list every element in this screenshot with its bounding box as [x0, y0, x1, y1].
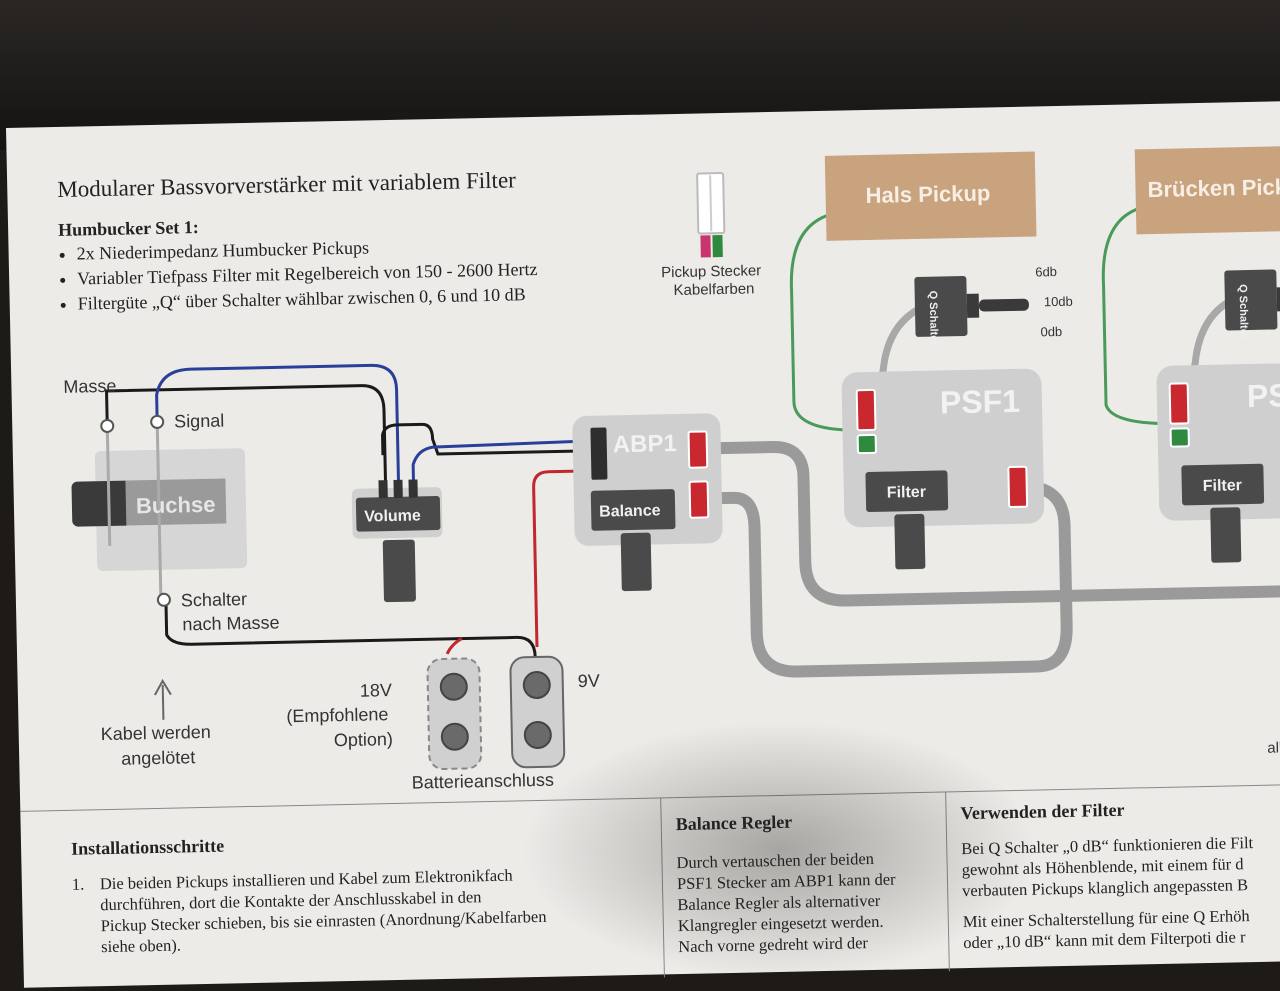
- hals-pickup: Hals Pickup: [824, 151, 1037, 241]
- wiring-diagram: Buchse Volume ABP1 Balance PSF1: [71, 145, 1280, 770]
- wire-hals-green: [789, 211, 863, 432]
- pickup-stecker-label-2: Kabelfarben: [673, 280, 755, 300]
- edge-text: alh: [1267, 739, 1280, 757]
- install-title: Installationsschritte: [70, 835, 225, 859]
- q-switch-label-2: Q Schalter: [1237, 284, 1250, 340]
- battery-9v: [509, 655, 566, 769]
- filter-title: Verwenden der Filter: [960, 799, 1125, 824]
- q-switch-1: Q Schalter: [914, 275, 1029, 347]
- column-divider: [945, 791, 950, 972]
- instruction-card: Modularer Bassvorverstärker mit variable…: [6, 100, 1280, 988]
- volume-pot: Volume: [351, 479, 443, 603]
- psf2-plug-red: [1168, 382, 1190, 425]
- masse-label: Masse: [63, 375, 117, 397]
- signal-label: Signal: [173, 410, 225, 432]
- v9-label: 9V: [577, 670, 600, 692]
- wire-bruecken-green: [1101, 204, 1178, 426]
- psf1-module: PSF1 Filter: [841, 368, 1045, 570]
- label-10db: 10db: [1044, 294, 1073, 310]
- wire-blue-abp: [411, 439, 593, 485]
- volume-label: Volume: [364, 507, 421, 525]
- schalter-label-2: nach Masse: [182, 612, 280, 635]
- q-switch-label: Q Schalter: [927, 291, 940, 347]
- kabel-label-2: angelötet: [121, 747, 196, 769]
- pickup-stecker-label-1: Pickup Stecker: [660, 262, 762, 282]
- masse-terminal: [100, 418, 115, 433]
- pickup-plug-icon: [696, 172, 726, 258]
- balance-text: Durch vertauschen der beiden PSF1 Stecke…: [676, 847, 943, 958]
- label-0db: 0db: [1040, 324, 1062, 339]
- empfohlene-label-1: (Empfohlene: [286, 704, 389, 727]
- bruecken-pickup: Brücken Pick: [1134, 145, 1280, 235]
- hals-pickup-label: Hals Pickup: [865, 180, 990, 208]
- psf1-plug-green: [856, 433, 877, 455]
- column-divider: [660, 797, 665, 978]
- install-step-number: 1.: [71, 874, 85, 894]
- jack-socket: Buchse: [71, 414, 248, 607]
- wire-red-power: [532, 469, 594, 648]
- psf1-plug-out: [1007, 465, 1029, 509]
- q-switch-2: Q Schalter: [1224, 269, 1280, 340]
- psf2-module: PS Filter: [1156, 362, 1280, 563]
- balance-label: Balance: [599, 502, 661, 520]
- arrow-up-icon: [154, 678, 172, 720]
- wire-blue-signal: [155, 363, 401, 485]
- cable-abp-psf2: [706, 441, 1280, 607]
- schalter-label-1: Schalter: [180, 589, 248, 611]
- empfohlene-label-2: Option): [333, 729, 394, 751]
- bruecken-pickup-label: Brücken Pick: [1147, 174, 1280, 202]
- psf1-label: PSF1: [940, 383, 1021, 421]
- abp1-label: ABP1: [612, 430, 677, 458]
- abp1-plug-top: [687, 430, 709, 469]
- text-line: Nach vorne gedreht wird der: [678, 933, 869, 957]
- kabel-label-1: Kabel werden: [100, 721, 211, 745]
- schalter-terminal: [156, 592, 171, 607]
- psf1-plug-red: [855, 388, 877, 432]
- wire-red-18v: [445, 637, 463, 655]
- batterieanschluss-label: Batterieanschluss: [411, 769, 555, 793]
- green-wires: [789, 204, 1178, 432]
- filter-text: Bei Q Schalter „0 dB“ funktionieren die …: [961, 831, 1280, 954]
- gray-cables: [706, 441, 1280, 678]
- signal-terminal: [150, 414, 165, 429]
- wire-black-ground: [164, 604, 537, 658]
- abp1-plug-bottom: [688, 480, 710, 519]
- cable-abp-psf1: [707, 480, 1073, 678]
- psf2-plug-green: [1169, 427, 1190, 448]
- abp1-module: ABP1 Balance: [572, 413, 723, 592]
- balance-title: Balance Regler: [675, 811, 793, 835]
- buchse-label: Buchse: [136, 492, 216, 519]
- battery-18v: [426, 657, 483, 770]
- v18-label: 18V: [359, 680, 393, 701]
- label-6db: 6db: [1035, 264, 1057, 279]
- wire-black-masse: [104, 384, 388, 486]
- filter-label: Filter: [887, 484, 926, 502]
- filter2-label: Filter: [1203, 477, 1242, 495]
- psf2-label: PS: [1247, 377, 1280, 414]
- install-step-text: Die beiden Pickups installieren und Kabe…: [100, 861, 662, 957]
- wire-black-abp: [381, 422, 593, 456]
